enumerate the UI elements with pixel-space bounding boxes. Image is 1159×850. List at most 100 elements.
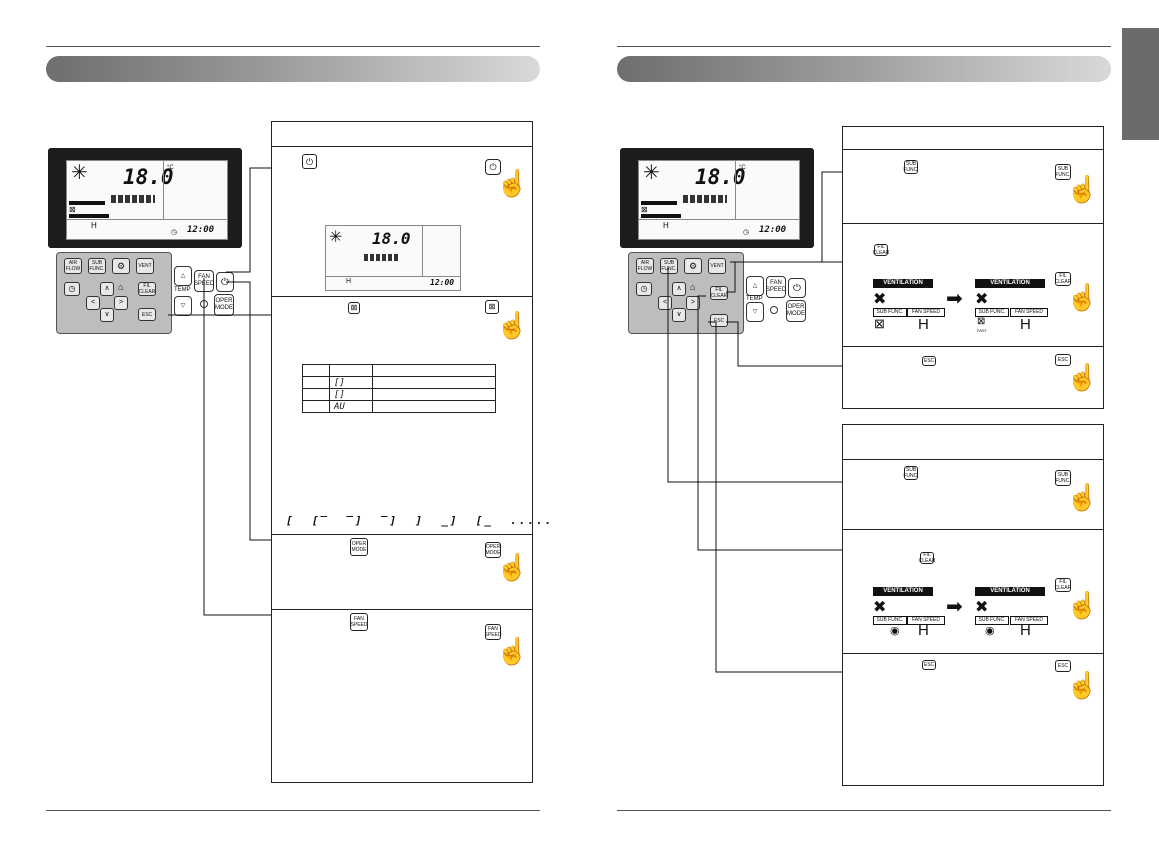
triangle-up-icon: △ — [752, 282, 758, 289]
triangle-down-icon: ▽ — [752, 308, 758, 315]
step-divider-2 — [843, 346, 1103, 347]
sub-func-button[interactable]: SUB FUNC. — [88, 258, 106, 274]
pointing-hand-icon: ☝ — [496, 636, 529, 666]
vent-header-after: VENTILATION — [975, 587, 1045, 596]
connector-swing — [226, 281, 271, 541]
side-tab — [1122, 28, 1159, 140]
sub-func-button[interactable]: SUB FUNC. — [660, 258, 678, 274]
settings-button[interactable]: ⚙ — [112, 258, 130, 274]
temp-up-button[interactable]: △ — [174, 266, 192, 286]
pointing-hand-icon: ☝ — [496, 310, 529, 340]
bottom-rule-left — [46, 810, 540, 811]
step-divider-2 — [843, 653, 1103, 654]
power-button[interactable]: ⏻ — [216, 272, 234, 292]
clock-icon: ◷ — [68, 284, 76, 293]
fan-value-after: H — [1020, 622, 1031, 639]
connector-sub-func-1 — [730, 171, 842, 263]
fast-label: FAST — [977, 328, 988, 333]
fil-clear-button[interactable]: FIL CLEAR — [138, 282, 156, 296]
hand-esc-button: ESC — [1055, 354, 1071, 366]
connector-fil-clear-1 — [726, 261, 842, 293]
fan-speed-label-before: FAN SPEED — [907, 308, 945, 317]
fan-arrows — [683, 195, 727, 203]
timer-button[interactable]: ◷ — [636, 282, 652, 296]
arrow-right-icon: ➡ — [946, 288, 963, 310]
up-button[interactable]: ∧ — [672, 282, 686, 296]
lcd-black-label-2 — [641, 214, 681, 218]
chevron-left-icon: < — [662, 299, 668, 306]
lcd-hline — [67, 219, 227, 220]
chevron-up-icon: ∧ — [104, 285, 110, 292]
remote-controller-left: ✳ 18.0 °C ⊠ H ◷ 12:00 AIR FLOW SUB FUNC.… — [48, 148, 242, 343]
fil-clear-symbol: FIL CLEAR — [918, 552, 936, 564]
air-flow-button[interactable]: AIR FLOW — [636, 258, 654, 274]
vent-button[interactable]: VENT — [136, 258, 154, 274]
fan-speed-label-after: FAN SPEED — [1010, 308, 1048, 317]
vent-header-after: VENTILATION — [975, 279, 1045, 288]
temp-label: TEMP — [746, 296, 763, 302]
clock-display: 12:00 — [759, 225, 787, 235]
mini-lcd-divider — [422, 226, 423, 276]
lcd-black-label — [641, 201, 677, 205]
fan-speed-label-after: FAN SPEED — [1010, 616, 1048, 625]
right-button[interactable]: > — [686, 296, 700, 310]
down-button[interactable]: ∨ — [672, 308, 686, 322]
sub-func-symbol: SUB FUNC. — [903, 466, 919, 480]
lcd-divider — [163, 161, 164, 219]
vent-fan-icon: ✖ — [873, 291, 887, 308]
left-button[interactable]: < — [86, 296, 100, 310]
right-button[interactable]: > — [114, 296, 128, 310]
timer-button[interactable]: ◷ — [64, 282, 80, 296]
up-button[interactable]: ∧ — [100, 282, 114, 296]
step-divider-3 — [272, 609, 532, 610]
clock-icon: ◷ — [171, 229, 178, 236]
oper-mode-button[interactable]: OPER MODE — [786, 300, 806, 322]
lcd-black-label — [69, 201, 105, 205]
hand-vent-button: ⊠ — [485, 300, 499, 314]
temp-down-button[interactable]: ▽ — [174, 296, 192, 316]
mini-temp-display: 18.0 — [372, 229, 411, 248]
esc-button[interactable]: ESC — [710, 314, 728, 327]
box-header-divider — [272, 146, 532, 147]
hand-fil-clear-button: FIL CLEAR — [1054, 272, 1072, 286]
temp-up-button[interactable]: △ — [746, 276, 764, 296]
hand-esc-button: ESC — [1055, 660, 1071, 672]
down-button[interactable]: ∨ — [100, 308, 114, 322]
connector-fil-clear-2 — [697, 295, 842, 551]
fil-clear-button[interactable]: FIL CLEAR — [710, 286, 728, 300]
fan-speed-button[interactable]: FAN SPEED — [766, 276, 786, 298]
vent-fan-icon: ✖ — [873, 599, 887, 616]
vent-symbol: ⊠ — [348, 302, 360, 314]
home-icon: ⌂ — [690, 282, 696, 292]
fast-vent-icon: ⊠ — [977, 316, 986, 327]
power-symbol: ⏻ — [302, 154, 317, 169]
bottom-rule-right — [617, 810, 1111, 811]
air-flow-button[interactable]: AIR FLOW — [64, 258, 82, 274]
esc-button[interactable]: ESC — [138, 308, 156, 321]
vent-header-before: VENTILATION — [873, 587, 933, 596]
pointing-hand-icon: ☝ — [496, 168, 529, 198]
lcd-hline — [639, 219, 799, 220]
clock-icon: ◷ — [743, 229, 750, 236]
gear-icon: ⚙ — [688, 261, 698, 271]
temp-down-button[interactable]: ▽ — [746, 302, 764, 322]
lcd-screen: ✳ 18.0 °C ⊠ H ◷ 12:00 — [66, 160, 228, 240]
clock-display: 12:00 — [187, 225, 215, 235]
lcd-divider — [735, 161, 736, 219]
mini-fan-arrows — [364, 254, 400, 261]
vent-header-before: VENTILATION — [873, 279, 933, 288]
hand-fil-clear-button: FIL CLEAR — [1054, 578, 1072, 592]
vent-button[interactable]: VENT — [708, 258, 726, 274]
clock-icon: ◷ — [640, 284, 648, 293]
sub-func-label-after: SUB FUNC. — [975, 616, 1009, 625]
clean-icon: ◉ — [985, 625, 995, 637]
settings-button[interactable]: ⚙ — [684, 258, 702, 274]
degree-unit: °C — [167, 165, 174, 171]
fan-value-before: H — [918, 622, 929, 639]
section-header-bar-right — [617, 56, 1111, 82]
power-button[interactable]: ⏻ — [788, 278, 806, 298]
cool-mode-icon: ✳ — [71, 162, 88, 184]
vent-fan-icon: ✖ — [975, 291, 989, 308]
